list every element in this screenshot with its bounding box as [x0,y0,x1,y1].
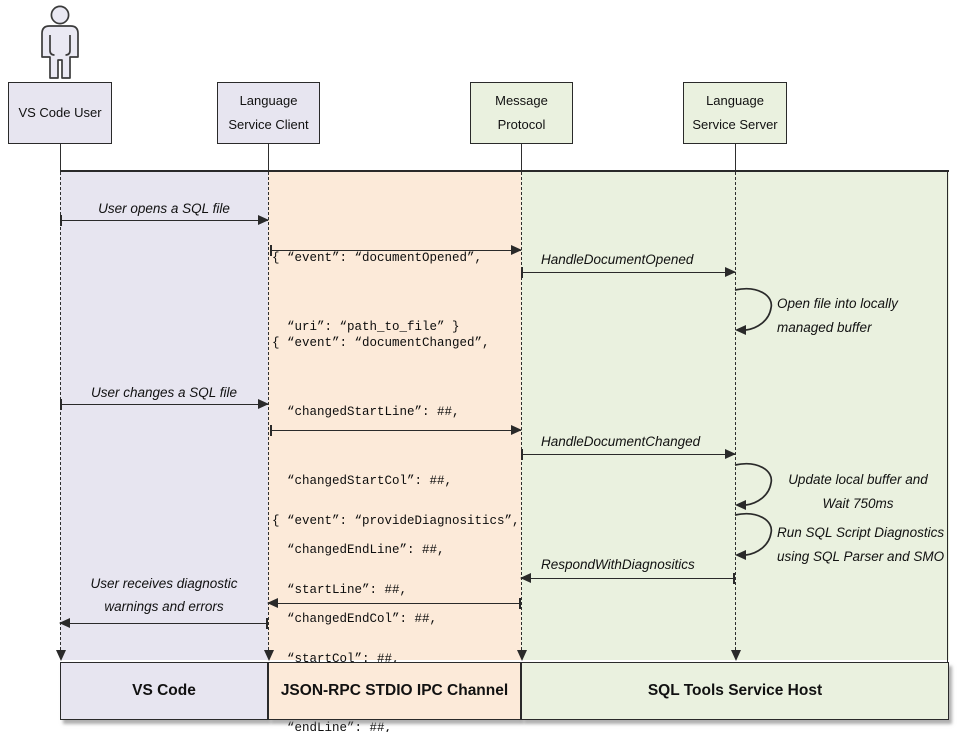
message-label-open-file: User opens a SQL file [98,201,230,216]
message-label-receive: User receives diagnostic warnings and er… [60,572,268,618]
message-label-line: warnings and errors [104,599,224,614]
payload-line: “uri”: “path_to_file” } [272,320,460,334]
note-line: Update local buffer and [788,472,928,487]
payload-line: “endLine”: ##, [272,721,393,732]
connector-line [60,144,61,171]
note-open-buffer: Open file into locally managed buffer [777,292,898,340]
message-label-line: User receives diagnostic [90,576,238,591]
actor-vscode-user: VS Code User [8,82,112,144]
arrow-user-to-client [60,398,269,410]
lane-ipc-channel [268,172,521,660]
arrow-client-to-protocol [270,244,522,256]
arrow-protocol-to-client [267,597,521,609]
note-line: Wait 750ms [822,496,894,511]
lane-vscode [60,172,268,660]
footer-service-host: SQL Tools Service Host [521,662,949,720]
actor-label: Message [495,93,548,109]
arrow-user-to-client [60,214,269,226]
arrow-client-to-protocol [270,424,522,436]
region-right-border [947,172,948,662]
note-line: managed buffer [777,320,872,335]
lifeline-user [60,172,61,650]
payload-line: { “event”: “documentOpened”, [272,251,483,265]
lifeline-server [735,172,736,650]
actor-language-service-client: Language Service Client [217,82,320,144]
note-run-diagnostics: Run SQL Script Diagnostics using SQL Par… [777,521,944,569]
note-line: Run SQL Script Diagnostics [777,525,945,540]
note-line: Open file into locally [777,296,898,311]
message-label-handle-changed: HandleDocumentChanged [541,434,701,449]
payload-line: { “event”: “provideDiagnositics”, [272,514,520,528]
actor-message-protocol: Message Protocol [470,82,573,144]
message-label-change-file: User changes a SQL file [90,385,238,400]
payload-line: “changedStartLine”: ##, [272,405,460,419]
message-label-respond: RespondWithDiagnositics [541,557,695,572]
arrow-protocol-to-server [521,266,736,278]
connector-line [735,144,736,171]
actor-label: Language [239,93,298,109]
note-line: using SQL Parser and SMO [777,549,945,564]
arrow-protocol-to-server [521,448,736,460]
actor-label: Service Server [692,116,778,132]
self-loop-arrow [734,512,773,560]
arrow-server-to-protocol [520,572,735,584]
self-loop-arrow [734,287,773,335]
connector-line [268,144,269,171]
footer-ipc-channel: JSON-RPC STDIO IPC Channel [268,662,521,720]
lifeline-end-arrow [263,650,274,661]
message-label-handle-opened: HandleDocumentOpened [541,252,694,267]
footer-label: VS Code [132,682,196,699]
payload-line: “changedStartCol”: ##, [272,474,453,488]
json-payload-document-opened: { “event”: “documentOpened”, “uri”: “pat… [272,201,482,385]
lifeline-end-arrow [516,650,527,661]
lifeline-end-arrow [55,650,66,661]
actor-language-service-server: Language Service Server [683,82,787,144]
payload-line: “changedEndCol”: ##, [272,612,438,626]
actor-label: Service Client [228,116,309,132]
payload-line: “startLine”: ##, [272,583,408,597]
region-top-border [60,170,949,172]
footer-label: JSON-RPC STDIO IPC Channel [280,682,509,699]
actor-label: Protocol [497,116,546,132]
actor-label: VS Code User [18,104,102,120]
note-update-wait: Update local buffer and Wait 750ms [763,468,953,516]
payload-line: “changedEndLine”: ##, [272,543,445,557]
connector-line [521,144,522,171]
payload-line: { “event”: “documentChanged”, [272,336,490,350]
person-icon [41,5,79,79]
footer-label: SQL Tools Service Host [647,682,823,699]
footer-vscode: VS Code [60,662,268,720]
arrow-client-to-user [59,617,268,629]
lifeline-end-arrow [730,650,741,661]
self-loop-arrow [734,462,773,510]
actor-label: Language [706,93,764,109]
lifeline-protocol [521,172,522,650]
lifeline-client [268,172,269,650]
